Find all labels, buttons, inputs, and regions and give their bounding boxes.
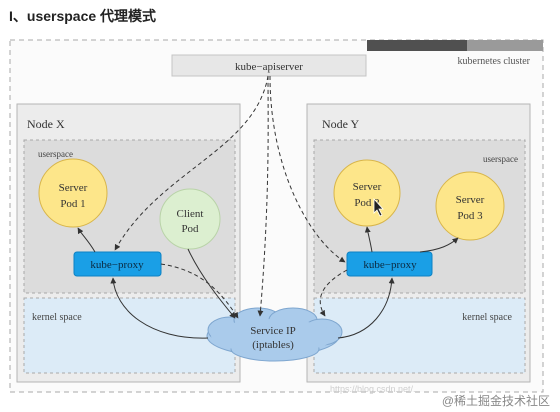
- node-x-kube-proxy-label: kube−proxy: [90, 259, 144, 271]
- node-y-kernel: [313, 297, 526, 374]
- cluster-header-bar: [367, 40, 543, 51]
- node-x-kernel-label: kernel space: [32, 312, 82, 323]
- client-pod-line1: Client: [177, 208, 204, 220]
- cluster-header-bar-light: [467, 40, 543, 51]
- server-pod-1-line1: Server: [59, 182, 88, 194]
- server-pod-3: [435, 171, 505, 241]
- apiserver-label: kube−apiserver: [235, 61, 303, 73]
- arrow-service-to-proxy-y: [337, 277, 395, 339]
- arrow-proxy-y-to-pod-3: [419, 237, 459, 253]
- service-ip-cloud: [206, 307, 343, 362]
- server-pod-2-line2: Pod 2: [354, 197, 379, 209]
- server-pod-2: [333, 159, 401, 227]
- apiserver-box: [171, 54, 367, 77]
- cluster-label: kubernetes cluster: [458, 56, 531, 67]
- arrow-proxy-y-to-service: [319, 269, 348, 317]
- arrow-proxy-x-to-pod-1: [77, 227, 96, 253]
- node-x-title: Node X: [27, 117, 65, 131]
- arrow-apiserver-to-proxy-y: [269, 75, 346, 263]
- service-ip-line1: Service IP: [250, 325, 296, 337]
- node-y-kernel-label: kernel space: [462, 312, 512, 323]
- node-x-userspace-label: userspace: [38, 149, 73, 159]
- node-y-kube-proxy-label: kube−proxy: [363, 259, 417, 271]
- node-y-kube-proxy: [346, 251, 433, 277]
- client-pod-line2: Pod: [181, 223, 199, 235]
- server-pod-1: [38, 158, 108, 228]
- server-pod-1-line2: Pod 1: [60, 198, 85, 210]
- server-pod-3-line1: Server: [456, 194, 485, 206]
- server-pod-2-line1: Server: [353, 181, 382, 193]
- service-ip-line2: (iptables): [252, 339, 294, 351]
- page-heading: I、userspace 代理模式: [9, 8, 157, 24]
- node-y-userspace-label: userspace: [483, 154, 518, 164]
- mouse-cursor-icon: [373, 197, 384, 217]
- arrow-proxy-y-to-pod-2: [364, 226, 373, 253]
- arrow-proxy-x-to-service: [160, 263, 239, 319]
- node-x-kernel: [23, 297, 236, 374]
- client-pod: [159, 188, 221, 250]
- node-y-title: Node Y: [322, 117, 360, 131]
- arrow-client-to-service: [187, 248, 236, 319]
- juejin-watermark: @稀土掘金技术社区: [441, 394, 550, 408]
- arrow-apiserver-to-service: [257, 75, 269, 317]
- server-pod-3-line2: Pod 3: [457, 210, 483, 222]
- arrow-service-to-proxy-x: [110, 277, 209, 339]
- faint-url-watermark: https://blog.csdn.net/...: [330, 384, 421, 394]
